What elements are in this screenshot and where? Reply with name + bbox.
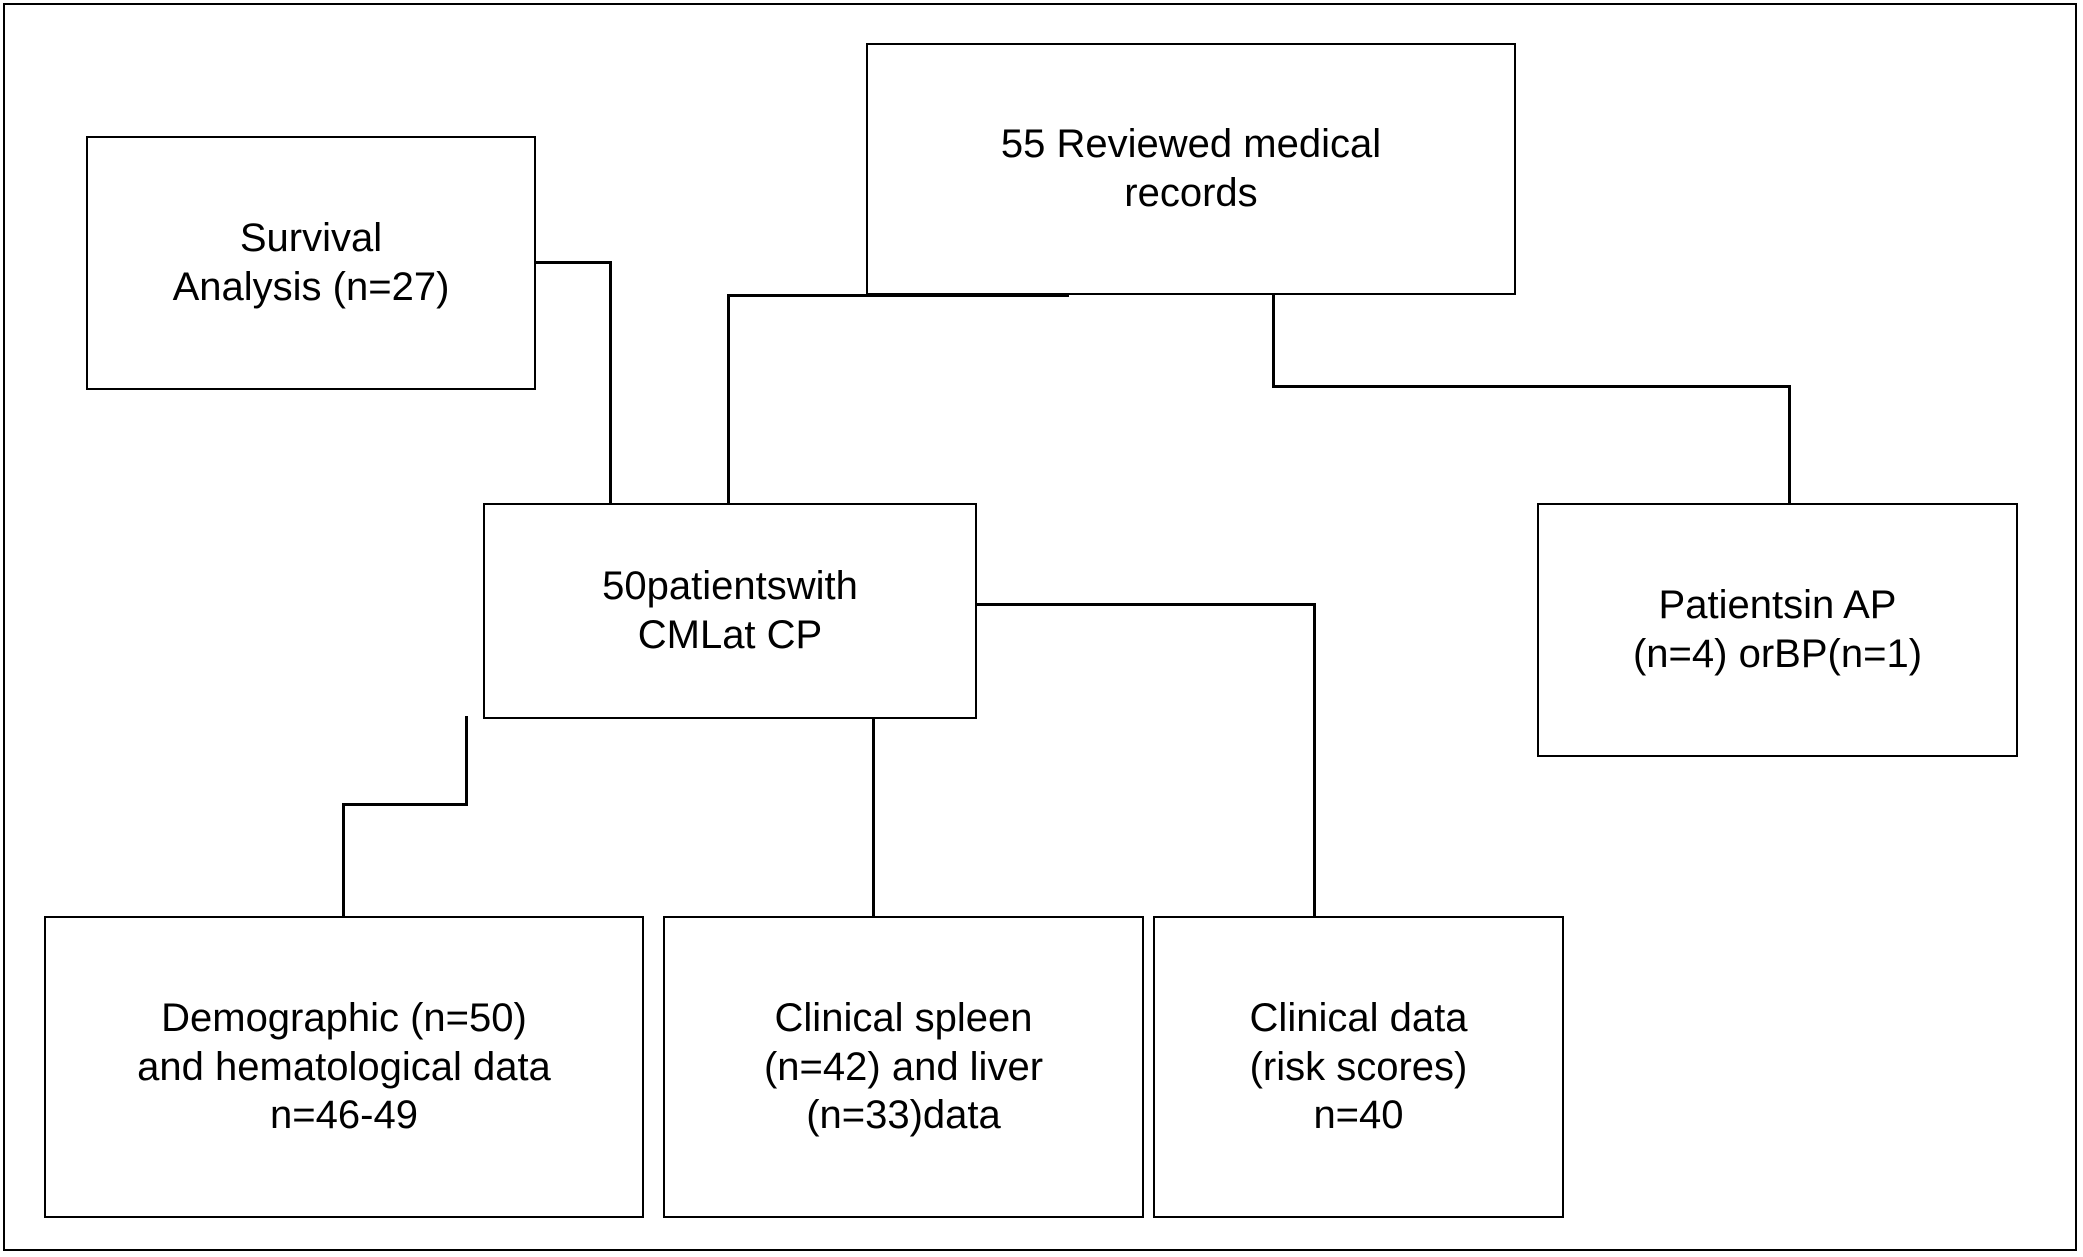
node-risk-scores[interactable]: Clinical data (risk scores) n=40 xyxy=(1153,916,1564,1218)
edge-cmlcp-to-demographic-h xyxy=(342,803,468,806)
figure-border xyxy=(3,3,2077,1251)
node-reviewed-records[interactable]: 55 Reviewed medical records xyxy=(866,43,1516,295)
edge-survival-to-cmlcp-h xyxy=(533,261,612,264)
edge-records-to-apbp-v1 xyxy=(1272,222,1275,388)
edge-cmlcp-to-demographic-v2 xyxy=(342,803,345,917)
node-risk-scores-label: Clinical data (risk scores) n=40 xyxy=(1249,995,1468,1138)
node-survival-analysis-label: Survival Analysis (n=27) xyxy=(172,216,450,309)
edge-cmlcp-to-riskscores-h xyxy=(975,603,1315,606)
node-spleen-liver[interactable]: Clinical spleen (n=42) and liver (n=33)d… xyxy=(663,916,1144,1218)
node-spleen-liver-label: Clinical spleen (n=42) and liver (n=33)d… xyxy=(763,995,1044,1138)
edge-records-to-apbp-h xyxy=(1272,385,1791,388)
edge-cmlcp-to-riskscores-v xyxy=(1313,603,1316,917)
node-ap-bp-label: Patientsin AP (n=4) orBP(n=1) xyxy=(1632,583,1923,676)
node-reviewed-records-label: 55 Reviewed medical records xyxy=(1000,122,1382,215)
node-ap-bp[interactable]: Patientsin AP (n=4) orBP(n=1) xyxy=(1537,503,2018,757)
node-demographic[interactable]: Demographic (n=50) and hematological dat… xyxy=(44,916,644,1218)
edge-records-to-apbp-v2 xyxy=(1788,385,1791,504)
node-demographic-label: Demographic (n=50) and hematological dat… xyxy=(137,995,551,1138)
node-cml-cp-label: 50patientswith CMLat CP xyxy=(602,564,858,657)
edge-cmlcp-to-spleenliver-v xyxy=(872,716,875,917)
node-survival-analysis[interactable]: Survival Analysis (n=27) xyxy=(86,136,536,390)
edge-cmlcp-to-demographic-v1 xyxy=(465,716,468,804)
node-cml-cp[interactable]: 50patientswith CMLat CP xyxy=(483,503,977,719)
edge-records-to-cmlcp-v2 xyxy=(727,294,730,504)
edge-records-to-cmlcp-h xyxy=(727,294,1069,297)
edge-survival-to-cmlcp-v xyxy=(609,261,612,504)
